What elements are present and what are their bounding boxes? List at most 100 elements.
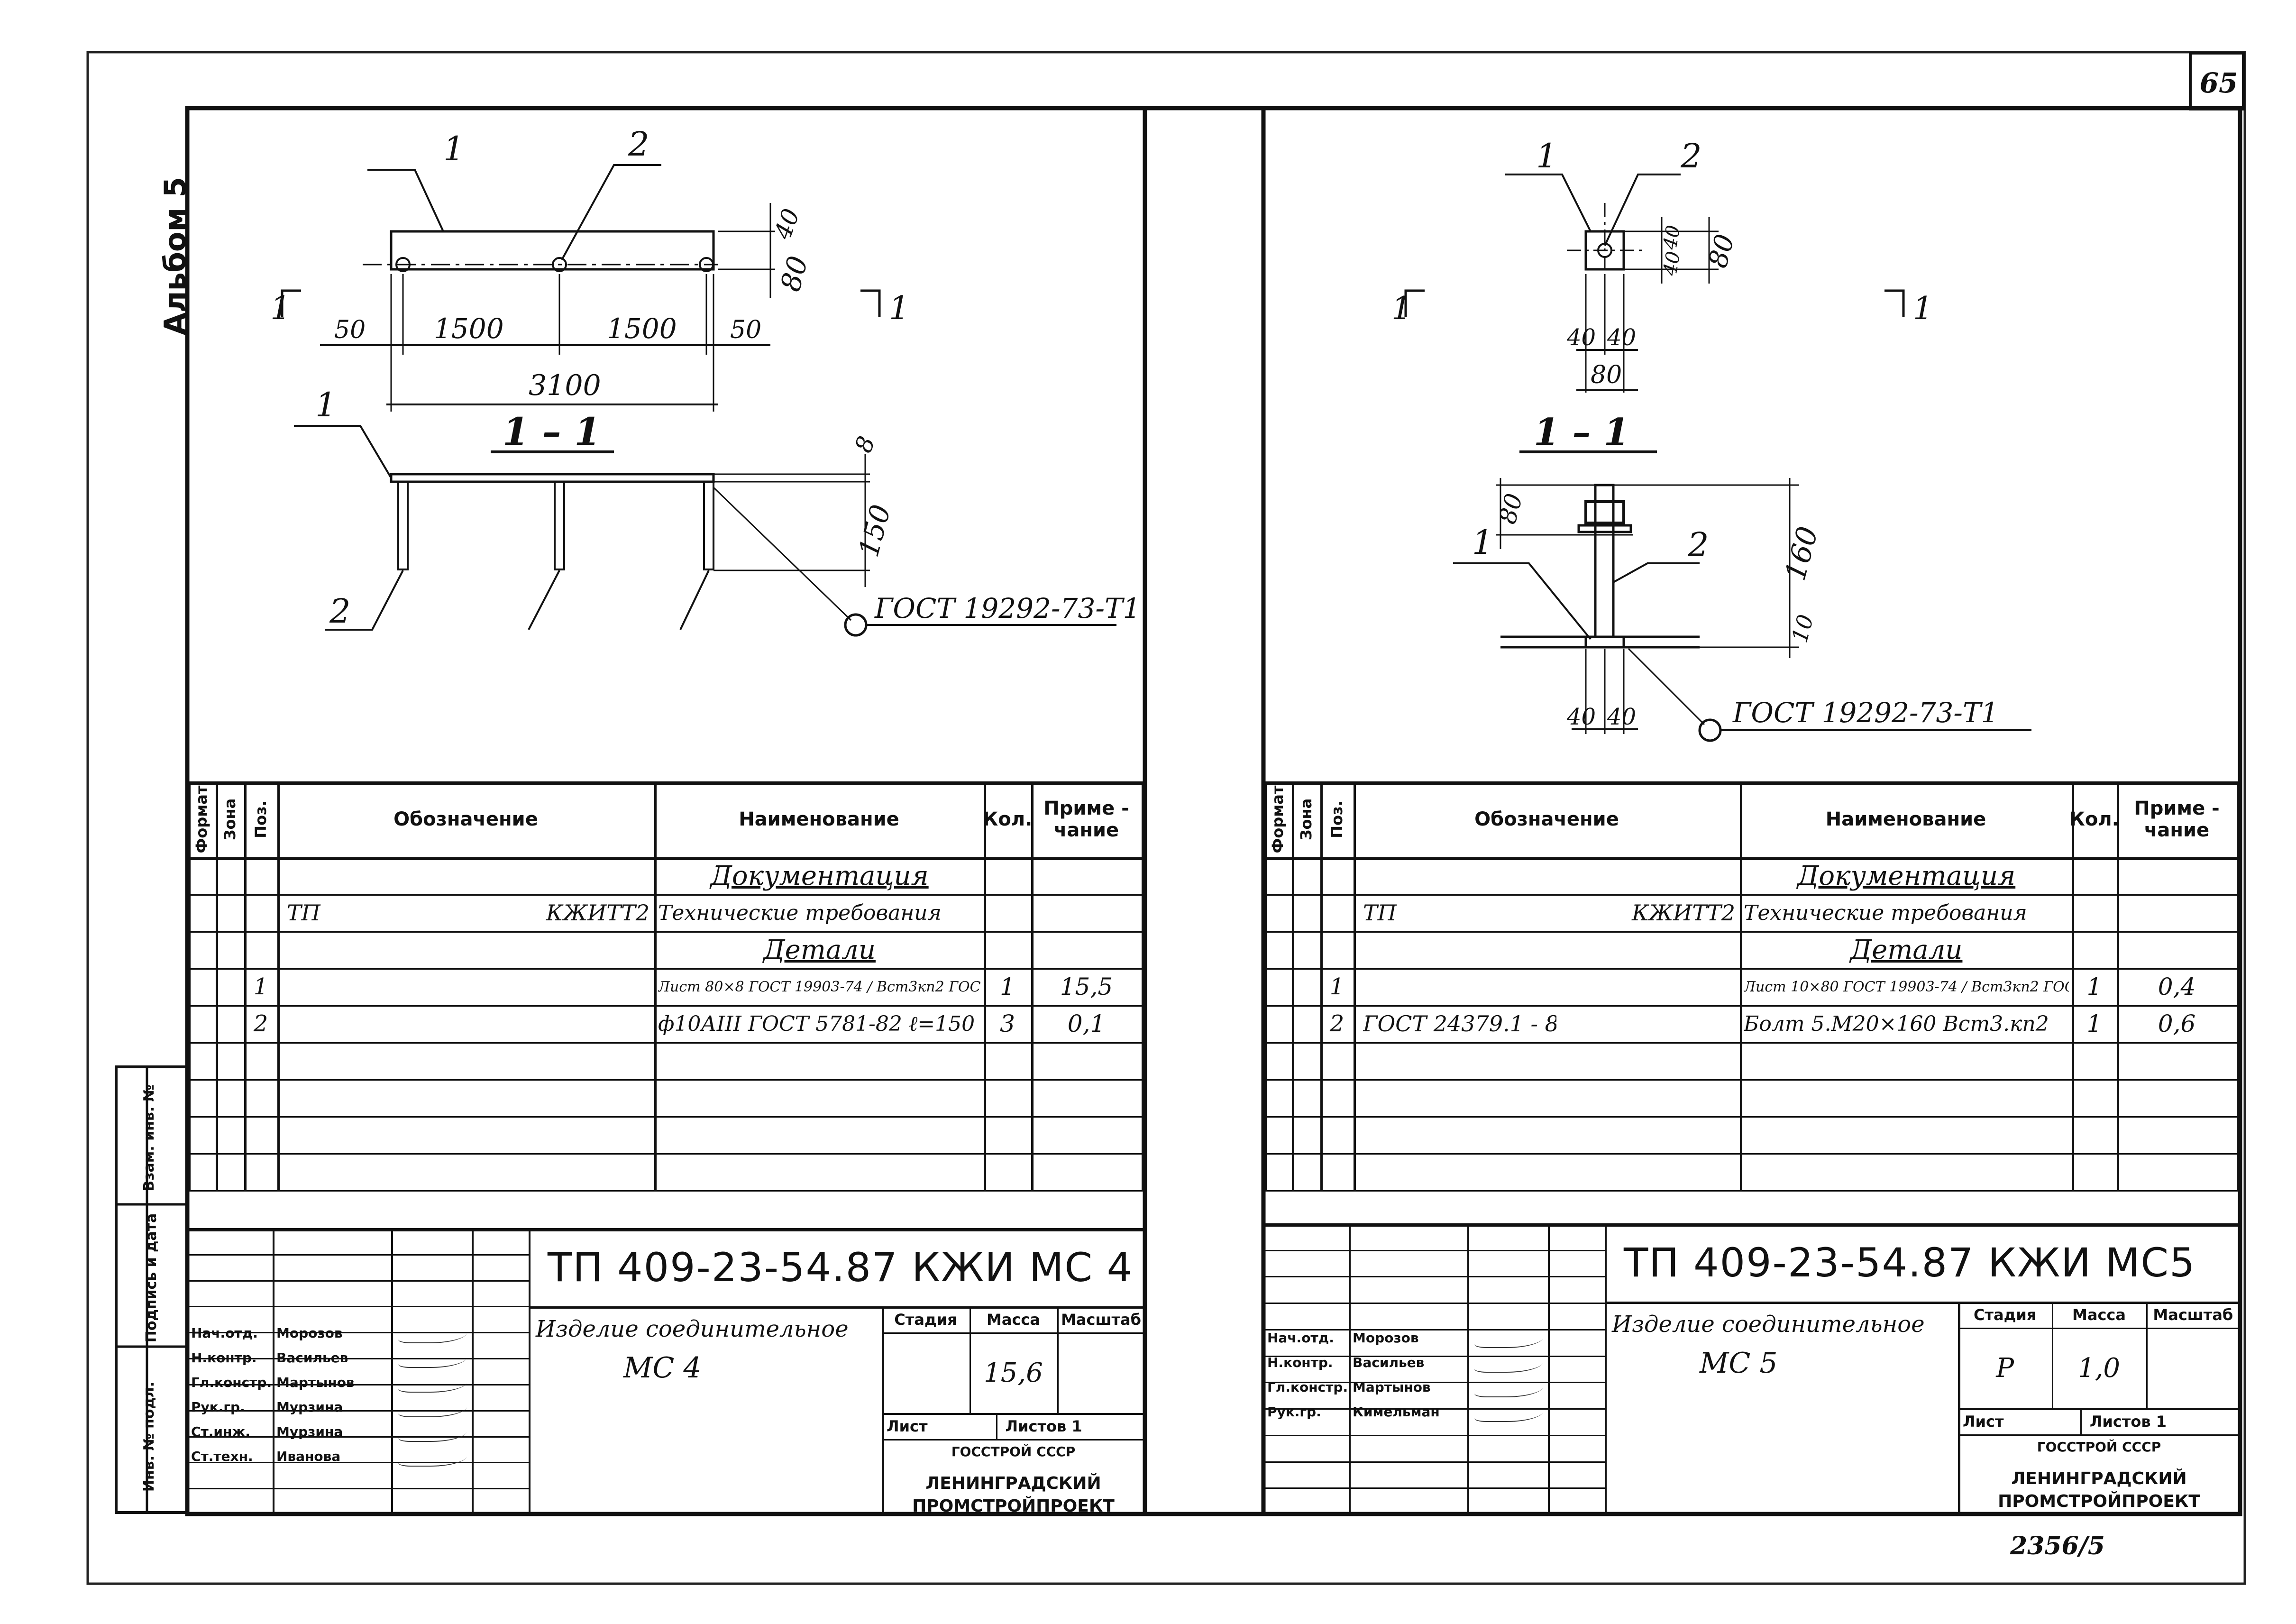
sheet-label: Лист <box>1963 1412 2004 1431</box>
spec-qty <box>2072 931 2117 968</box>
dim-1500-a: 1500 <box>434 312 504 345</box>
grid-line <box>1057 1306 1059 1413</box>
dim-50-left: 50 <box>334 316 366 344</box>
left-drawing: 1 2 40 80 1 1 50 1500 1500 50 3100 1 – 1… <box>270 125 1141 637</box>
staff-role: Рук.гр. <box>191 1399 245 1415</box>
nut <box>1584 500 1625 524</box>
product-name: Изделие соединительное <box>1612 1311 1925 1338</box>
scale-value <box>2146 1328 2240 1408</box>
dim-40d: 40 <box>1607 324 1636 351</box>
signature <box>397 1422 471 1442</box>
grid-line <box>984 781 986 1190</box>
spec-note <box>1031 857 1142 894</box>
plate-section <box>1584 635 1625 649</box>
dim-80-s: 80 <box>1494 491 1528 527</box>
staff-role: Нач.отд. <box>1267 1330 1334 1346</box>
staff-name: Морозов <box>1353 1330 1419 1346</box>
spec-name: Детали <box>1850 934 1963 965</box>
grid-line <box>1263 781 1267 1190</box>
grid-line <box>187 1005 1145 1007</box>
grid-line <box>187 1358 529 1360</box>
dim-80-h: 80 <box>1591 361 1622 389</box>
staff-name: Васильев <box>276 1349 348 1366</box>
spec-designation <box>1363 931 1556 968</box>
staff-name: Мартынов <box>276 1374 355 1390</box>
grid-line <box>187 894 1145 896</box>
staff-role: Ст.техн. <box>191 1448 253 1464</box>
spec-designation <box>287 1005 476 1042</box>
signature <box>397 1447 471 1467</box>
spec-designation: ТП <box>287 900 320 926</box>
callout-2: 2 <box>628 125 649 164</box>
sheets-label: Листов 1 <box>2089 1412 2167 1431</box>
spec-note: 0,6 <box>2158 1010 2196 1037</box>
signature <box>1473 1353 1547 1373</box>
spec-qty: 1 <box>1000 973 1015 1000</box>
weld-note: ГОСТ 19292-73-Т1 <box>874 592 1141 624</box>
grid-line <box>1958 1328 2240 1329</box>
staff-name: Иванова <box>276 1448 341 1464</box>
weld-symbol <box>1698 718 1722 742</box>
grid-line <box>882 1332 1145 1334</box>
product-name: Изделие соединительное <box>536 1316 849 1342</box>
spec-qty <box>984 894 1031 931</box>
grid-line <box>187 781 191 1190</box>
spec-designation-code <box>466 1005 650 1042</box>
grid-line <box>187 931 1145 933</box>
signature <box>397 1348 471 1368</box>
grid-line <box>882 1439 1145 1440</box>
spec-header-format: Формат <box>192 785 210 853</box>
grid-line <box>1263 1005 2240 1007</box>
grid-line <box>2237 781 2240 1190</box>
spec-pos <box>244 894 277 931</box>
grid-line <box>1263 1382 1605 1384</box>
staff-role: Ст.инж. <box>191 1423 250 1440</box>
organization-line: ГОССТРОЙ СССР <box>2037 1439 2161 1455</box>
grid-line <box>1263 1276 1605 1278</box>
callout-2: 2 <box>1680 137 1702 175</box>
spec-pos: 1 <box>1329 973 1345 1000</box>
section-callout-1: 1 <box>1472 523 1493 562</box>
mass-value: 15,6 <box>984 1357 1043 1388</box>
staff-role: Н.контр. <box>1267 1354 1333 1370</box>
staff-role: Гл.констр. <box>191 1374 272 1390</box>
grid-line <box>1263 1461 1605 1463</box>
section-callout-2: 2 <box>329 592 351 631</box>
grid-line <box>187 1280 529 1282</box>
spec-designation-code <box>1547 968 1736 1005</box>
stage-value: Р <box>1996 1352 2014 1384</box>
spec-pos <box>1320 857 1354 894</box>
mass-label: Масса <box>2072 1305 2126 1324</box>
dim-8: 8 <box>850 432 880 456</box>
washer <box>1577 524 1632 533</box>
stage-value <box>882 1332 970 1413</box>
dim-40e: 40 <box>1566 704 1596 730</box>
dim-3100: 3100 <box>529 369 601 402</box>
grid-line <box>1263 1042 2240 1044</box>
grid-line <box>1263 781 2240 785</box>
spec-designation-code <box>1547 931 1736 968</box>
document-code: ТП 409-23-54.87 КЖИ МС5 <box>1624 1239 2196 1286</box>
grid-line <box>187 968 1145 970</box>
grid-line <box>1605 1302 2240 1304</box>
sheets-label: Листов 1 <box>1005 1417 1082 1435</box>
grid-line <box>187 1079 1145 1081</box>
spec-header-format: Формат <box>1269 785 1287 853</box>
section-mark-left: 1 <box>1391 290 1411 327</box>
spec-header-zone: Зона <box>221 798 239 841</box>
side-label-inv: Инв. № подл. <box>141 1381 157 1492</box>
spec-note <box>2117 931 2237 968</box>
grid-line <box>187 1436 529 1438</box>
weld-symbol <box>844 613 868 637</box>
spec-header-note: Приме - чание <box>2134 798 2220 841</box>
spec-qty <box>984 857 1031 894</box>
side-label-replace: Взам. инв. № <box>141 1084 157 1192</box>
grid-line <box>187 1228 189 1514</box>
dim-40: 40 <box>768 205 805 243</box>
spec-qty: 3 <box>1000 1010 1015 1037</box>
grid-line <box>187 1306 529 1308</box>
section-callout-2: 2 <box>1687 525 1709 564</box>
grid-line <box>2072 781 2074 1190</box>
spec-name: Лист 10×80 ГОСТ 19903-74 / Вст3кп2 ГОСТ … <box>1744 978 2069 995</box>
